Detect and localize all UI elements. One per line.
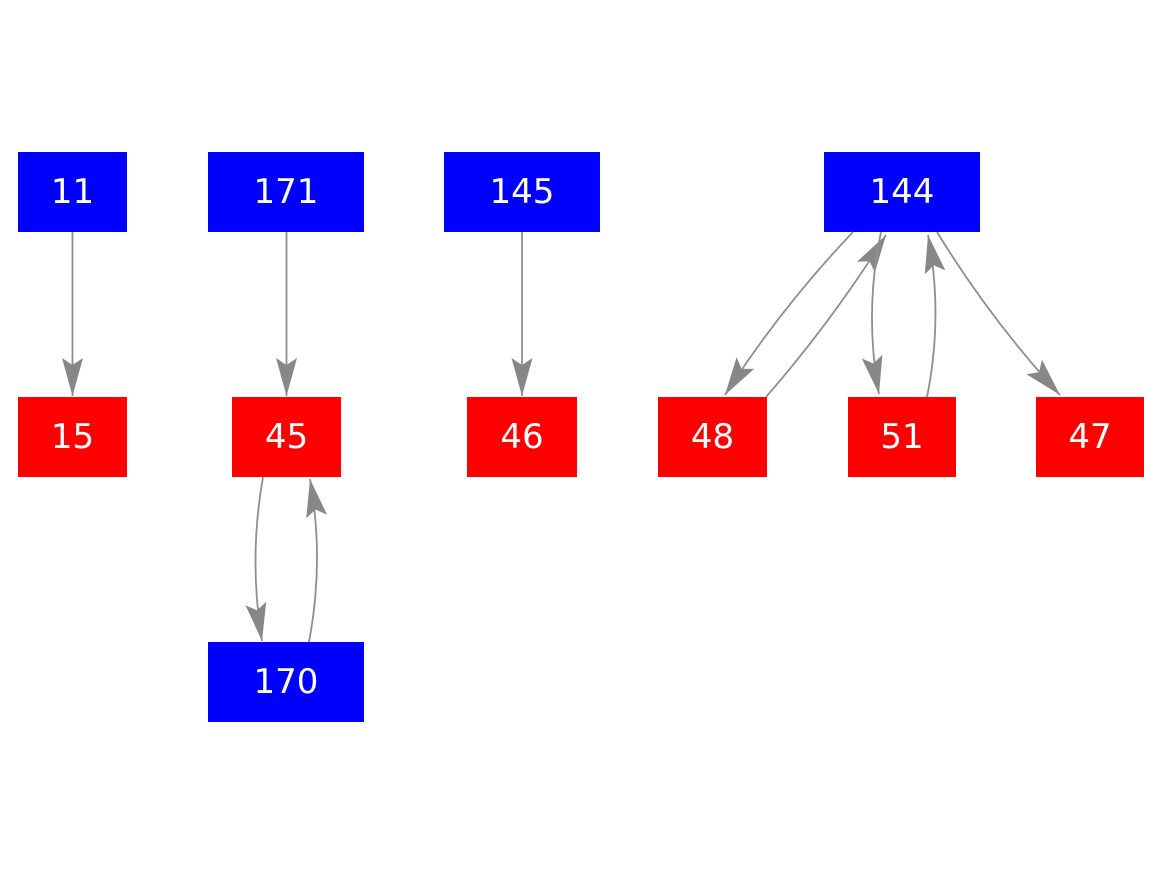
node-45: 45 — [232, 397, 341, 477]
edge-144-to-48 — [724, 231, 854, 396]
node-171: 171 — [208, 152, 364, 232]
edge-45-to-170 — [254, 476, 264, 642]
edge-51-to-144 — [926, 234, 937, 398]
arrowhead-171-to-45 — [276, 358, 297, 396]
node-label: 170 — [253, 662, 319, 702]
edge-144-to-51 — [871, 231, 882, 395]
node-label: 171 — [253, 172, 319, 212]
node-label: 47 — [1068, 417, 1112, 457]
arrowhead-45-to-170 — [245, 601, 267, 641]
node-170: 170 — [208, 642, 364, 722]
node-144: 144 — [824, 152, 980, 232]
arrowhead-144-to-51 — [861, 354, 883, 394]
node-51: 51 — [848, 397, 956, 477]
node-11: 11 — [18, 152, 127, 232]
arrowhead-51-to-144 — [924, 235, 946, 275]
node-label: 15 — [50, 417, 95, 457]
arrowhead-11-to-15 — [62, 358, 83, 396]
edge-144-to-47 — [936, 231, 1061, 396]
node-label: 145 — [489, 172, 555, 212]
node-label: 46 — [500, 417, 544, 457]
arrowhead-48-to-144 — [857, 235, 886, 273]
node-145: 145 — [444, 152, 600, 232]
node-label: 144 — [869, 172, 935, 212]
node-15: 15 — [18, 397, 127, 477]
arrowhead-144-to-47 — [1026, 359, 1060, 395]
node-label: 45 — [264, 417, 309, 457]
node-46: 46 — [467, 397, 577, 477]
arrowhead-145-to-46 — [511, 358, 533, 396]
arrowhead-170-to-45 — [306, 479, 327, 519]
node-48: 48 — [658, 397, 767, 477]
node-label: 51 — [880, 417, 924, 457]
node-label: 11 — [50, 172, 95, 212]
node-label: 48 — [690, 417, 735, 457]
edge-170-to-45 — [308, 478, 318, 643]
node-47: 47 — [1036, 397, 1144, 477]
arrowhead-144-to-48 — [725, 357, 755, 395]
edge-48-to-144 — [765, 234, 887, 398]
